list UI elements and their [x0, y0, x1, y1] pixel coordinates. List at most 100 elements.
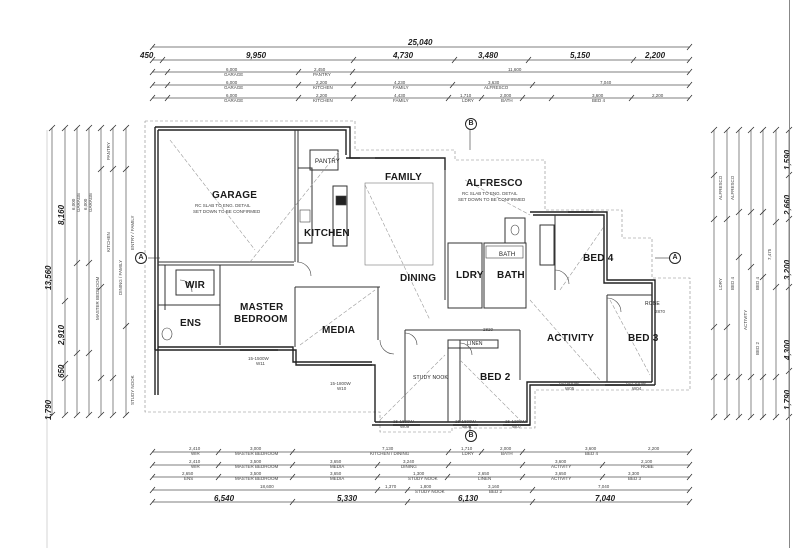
dim-top-seg-1: 9,950 [246, 51, 267, 60]
room-label-pantry: PANTRY [315, 159, 340, 165]
dim-top-seg-0: 450 [140, 51, 154, 60]
dim-top-seg-4: 5,150 [570, 51, 591, 60]
dim-top-r1-total: 11,600 [508, 67, 522, 72]
opening-2820: 2820 [483, 327, 494, 332]
dim-top-r1-garage-val: 6,000 [226, 67, 238, 72]
dim-top-r2-kitchen: KITCHEN [313, 85, 333, 90]
dim-bot-r3-media: MEDIA [330, 476, 345, 481]
dim-right-r3-activity: ACTIVITY [743, 309, 748, 330]
bottom-dimension-ticks [149, 448, 693, 506]
room-label-wir: WIR [185, 280, 206, 291]
dim-left-r5-entry: ENTRY / FAMILY [130, 215, 135, 250]
dim-top-seg-2: 4,730 [393, 51, 414, 60]
dim-left-r3-kitchen: KITCHEN [106, 232, 111, 252]
room-label-master-line2: BEDROOM [234, 314, 288, 325]
dim-top-r2-alfresco: ALFRESCO [484, 85, 509, 90]
grid-marker-top: B [465, 118, 477, 130]
dim-left-overall: 13,560 [44, 265, 53, 290]
internal-walls [158, 130, 652, 422]
dim-bot-seg-2: 6,130 [458, 494, 479, 503]
dim-bot-r1-master: MASTER BEDROOM [235, 451, 279, 456]
room-label-study-nook: STUDY NOOK [413, 375, 448, 381]
dim-bot-r2-dining-val: 3,240 [403, 459, 415, 464]
dim-bot-r2-wir-val: 2,410 [189, 459, 201, 464]
dim-bot-r1-right: 2,200 [648, 446, 660, 451]
dim-bot-r2-media-val: 3,650 [330, 459, 342, 464]
dim-bot-r1-bed4-val: 3,600 [585, 446, 597, 451]
dim-top-r2-garage: GARAGE [224, 85, 244, 90]
dim-top-r3-family-val: 4,430 [394, 93, 406, 98]
dim-bot-r3-activity-val: 3,650 [555, 471, 567, 476]
dim-bot-r4-total: 18,600 [260, 484, 274, 489]
dim-bot-r4-study-val: 1,800 [420, 484, 432, 489]
window-w10: W10 [337, 386, 347, 391]
dim-top-r2-family: FAMILY [393, 85, 409, 90]
dim-bot-r1-bed4: BED 4 [585, 451, 599, 456]
dim-bot-r3-bed3: BED 3 [628, 476, 642, 481]
window-w07: W07 [512, 424, 522, 429]
dim-right-r4-bed4: BED 4 [755, 276, 760, 290]
dim-bot-r1-ldry-val: 1,710 [461, 446, 473, 451]
grid-marker-right: A [669, 252, 681, 264]
room-label-media: MEDIA [322, 325, 356, 336]
dim-top-r3-bath-val: 2,000 [500, 93, 512, 98]
dim-bot-r2-wir: WIR [191, 464, 200, 469]
alfresco-note-2: SET DOWN TO BE CONFIRMED [458, 197, 526, 202]
dim-bot-r2-activity: ACTIVITY [551, 464, 572, 469]
window-w11-size: 15-1500W [248, 356, 269, 361]
family-ceiling [364, 182, 434, 266]
dim-bot-r4-a: 1,370 [385, 484, 397, 489]
dim-left-r2-garage: GARAGE [88, 192, 93, 212]
dim-top-r1-pantry: PANTRY [313, 72, 331, 77]
left-dimension-lines [51, 128, 127, 415]
dim-bot-r3-activity: ACTIVITY [551, 476, 572, 481]
room-label-master-line1: MASTER [240, 302, 284, 313]
dim-left-r2-master: MASTER BEDROOM [95, 276, 100, 320]
window-w09: W09 [400, 424, 410, 429]
grid-marker-bottom: B [465, 430, 477, 442]
room-label-dining: DINING [400, 273, 437, 284]
dim-left-r4-dining: DINING / FAMILY [118, 259, 123, 295]
eaves-outline [144, 120, 691, 433]
dim-top-r3-family: FAMILY [393, 98, 409, 103]
window-w11: W11 [256, 361, 265, 366]
dim-top-r3-garage: GARAGE [224, 98, 244, 103]
dim-right-r2-bed4: BED 4 [730, 276, 735, 290]
window-w05: W05 [565, 386, 575, 391]
room-label-family: FAMILY [385, 172, 422, 183]
dim-top-r3-ldry-val: 1,710 [460, 93, 472, 98]
room-label-bed2: BED 2 [480, 372, 511, 383]
room-label-alfresco: ALFRESCO [466, 178, 523, 189]
room-label-linen: LINEN [467, 341, 483, 347]
window-w10-size: 15-1800W [330, 381, 351, 386]
dim-top-r2-alfresco-val: 3,630 [488, 80, 500, 85]
dim-bot-r2-dining: DINING [401, 464, 417, 469]
dim-bot-r3-bed3-val: 3,300 [628, 471, 640, 476]
window-w04: W04 [632, 386, 642, 391]
fixtures [161, 195, 524, 341]
dim-bot-r1-kd: KITCHEN / DINING [370, 451, 410, 456]
bottom-dimension-lines [152, 451, 690, 503]
dim-top-r1-garage: GARAGE [224, 72, 244, 77]
bath-tub-label: BATH [499, 252, 516, 258]
dim-bot-r3-media-val: 3,650 [330, 471, 342, 476]
dim-bot-seg-0: 6,540 [214, 494, 235, 503]
dim-bot-r3-master-val: 3,500 [250, 471, 262, 476]
dim-bot-r2-master-val: 3,500 [250, 459, 262, 464]
dim-top-r3-bed4-val: 3,600 [592, 93, 604, 98]
alfresco-note-1: RC SLAB TO ENG. DETAIL [462, 191, 518, 196]
window-w05-size: 15-1800W [558, 381, 579, 386]
dim-top-r2-family-val: 4,230 [394, 80, 406, 85]
dim-bot-r4-bed2: BED 2 [489, 489, 503, 494]
dim-bot-seg-1: 5,330 [337, 494, 358, 503]
dim-top-seg-5: 2,200 [645, 51, 666, 60]
dim-top-r3-bath: BATH [501, 98, 513, 103]
dim-right-r1-ldry: LDRY [718, 278, 723, 290]
dim-top-r3-ldry: LDRY [462, 98, 474, 103]
dim-left-seg-0: 8,160 [57, 204, 66, 225]
ceiling-diagonals [169, 139, 651, 421]
dim-top-r3-kitchen-val: 2,200 [316, 93, 328, 98]
dim-left-r5-study: STUDY NOOK [130, 375, 135, 405]
dim-bot-r4-right: 7,040 [598, 484, 610, 489]
dim-bot-r3-ens: ENS [184, 476, 194, 481]
